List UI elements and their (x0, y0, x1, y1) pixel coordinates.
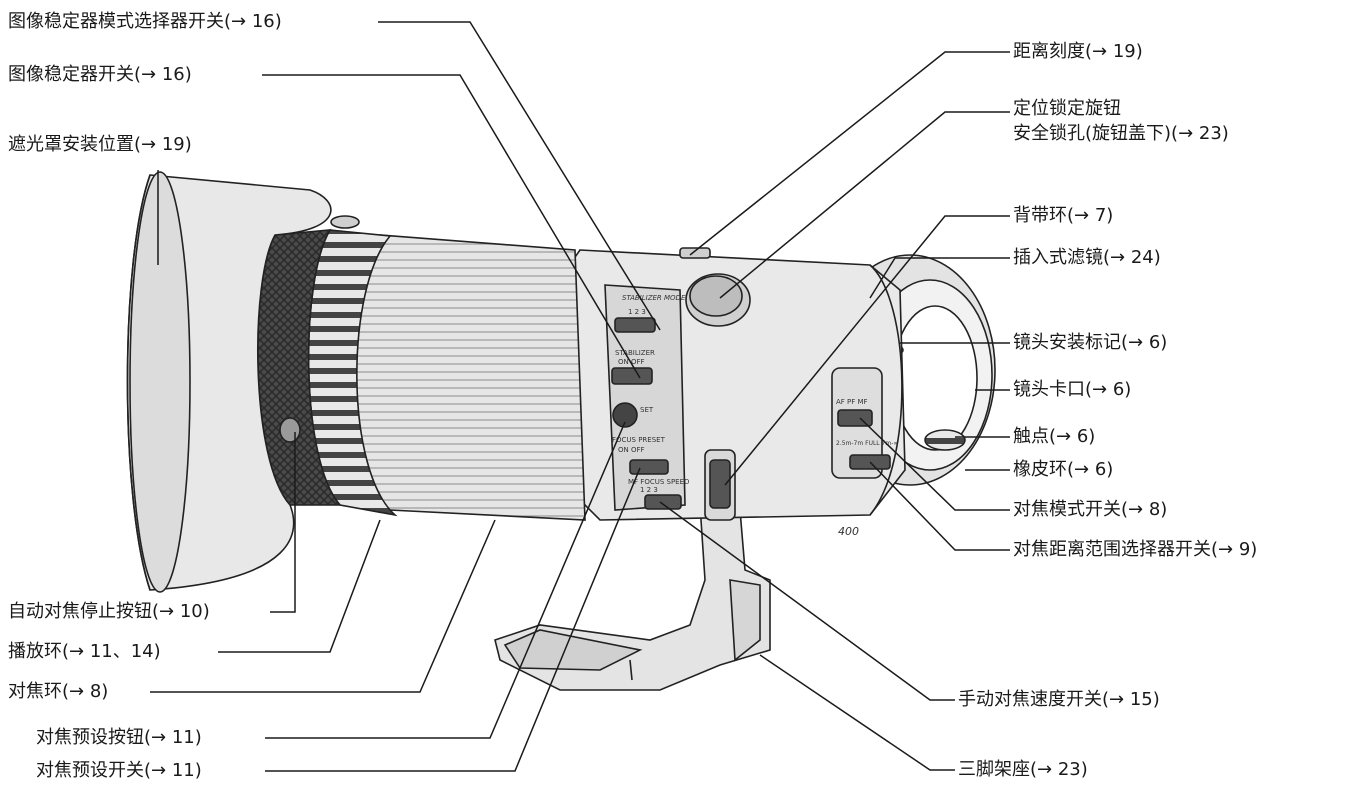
label-stabilizer-mode-switch: 图像稳定器模式选择器开关(→ 16) (8, 11, 282, 32)
label-positioning-lock-knob: 定位锁定旋钮 (1013, 98, 1121, 119)
stabilizer-mode-marking: STABILIZER MODE (622, 294, 686, 302)
leader-positioning-knob (719, 111, 1010, 299)
focus-mode-positions-marking: AF PF MF (836, 398, 868, 406)
label-distance-scale: 距离刻度(→ 19) (1013, 41, 1143, 62)
tripod-foot (494, 504, 771, 691)
lens-hood (126, 171, 360, 593)
leader-mf-speed (659, 501, 955, 701)
rear-barrel (544, 247, 906, 521)
label-stabilizer-switch: 图像稳定器开关(→ 16) (8, 64, 192, 85)
label-lens-mount-index: 镜头安装标记(→ 6) (1013, 332, 1168, 353)
label-focus-mode-switch: 对焦模式开关(→ 8) (1013, 499, 1168, 520)
stabilizer-marking: STABILIZER (615, 349, 655, 357)
label-drop-in-filter: 插入式滤镜(→ 24) (1013, 247, 1161, 268)
mf-speed-positions-marking: 1 2 3 (640, 486, 658, 494)
leader-drop-in-filter (869, 257, 1010, 299)
leader-stabilizer (262, 74, 641, 379)
label-manual-focus-speed-switch: 手动对焦速度开关(→ 15) (958, 689, 1160, 710)
focus-ring-shape (350, 234, 586, 521)
leader-af-stop (270, 432, 296, 613)
focus-preset-positions-marking: ON OFF (618, 446, 645, 454)
label-safety-lock-hole: 安全锁孔(旋钮盖下)(→ 23) (1013, 123, 1229, 144)
leader-focus-ring (150, 519, 496, 693)
leader-focus-preset-switch (265, 467, 641, 772)
label-af-stop-button: 自动对焦停止按钮(→ 10) (8, 601, 210, 622)
mf-speed-marking: MF FOCUS SPEED (628, 478, 689, 486)
label-lens-mount: 镜头卡口(→ 6) (1013, 379, 1132, 400)
leader-playback (218, 519, 381, 653)
leader-focus-distance (869, 461, 1010, 551)
leader-lines (150, 21, 1010, 772)
leader-tripod (759, 654, 955, 771)
label-focus-preset-switch: 对焦预设开关(→ 11) (36, 760, 202, 781)
leader-strap-ring (724, 215, 1010, 486)
focal-length-marking: 400 (838, 525, 859, 538)
leader-distance-scale (689, 51, 1010, 256)
label-rubber-ring: 橡皮环(→ 6) (1013, 459, 1114, 480)
stabilizer-mode-positions-marking: 1 2 3 (628, 308, 646, 316)
leader-focus-mode (859, 417, 1010, 511)
set-marking: SET (640, 406, 654, 414)
label-focus-preset-button: 对焦预设按钮(→ 11) (36, 727, 202, 748)
label-focus-ring: 对焦环(→ 8) (8, 681, 109, 702)
focus-preset-marking: FOCUS PRESET (612, 436, 666, 444)
label-tripod-mount: 三脚架座(→ 23) (958, 759, 1088, 780)
label-contacts: 触点(→ 6) (1013, 426, 1096, 447)
label-focus-distance-range-switch: 对焦距离范围选择器开关(→ 9) (1013, 539, 1258, 560)
label-hood-mount: 遮光罩安装位置(→ 19) (8, 134, 192, 155)
leader-stabilizer-mode (378, 21, 661, 331)
leader-focus-preset-button (265, 421, 626, 739)
label-playback-ring: 播放环(→ 11、14) (8, 641, 161, 662)
distance-range-marking: 2.5m-7m FULL 7m-∞ (836, 440, 898, 447)
lens-illustration (126, 171, 996, 691)
label-strap-ring: 背带环(→ 7) (1013, 205, 1114, 226)
